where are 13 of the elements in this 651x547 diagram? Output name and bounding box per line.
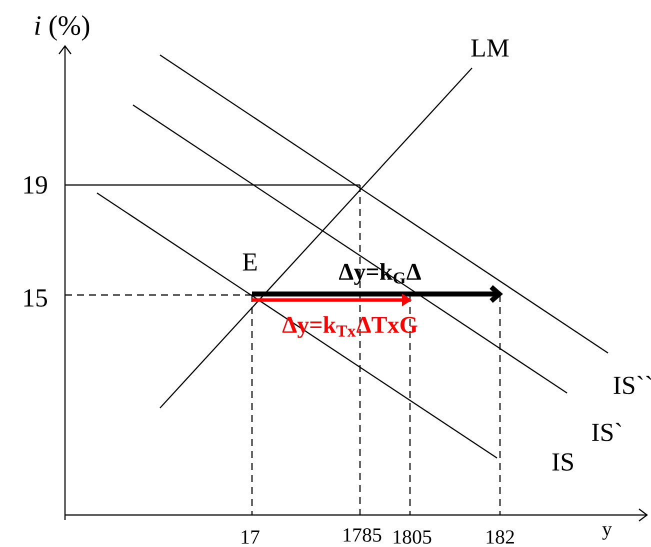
point-label: E: [242, 253, 257, 270]
curve-label: LM: [471, 39, 509, 56]
tick-label: 1805: [394, 530, 432, 544]
axis-label: i (%): [35, 15, 90, 41]
curve-label: IS``: [614, 376, 651, 394]
axis-label: y: [602, 526, 612, 540]
tick-label: 182: [486, 530, 514, 544]
tick-label: 15: [24, 289, 47, 307]
curve-label: IS`: [592, 422, 621, 442]
tick-label: 1785: [344, 528, 382, 542]
tick-label: 17: [242, 530, 260, 544]
curve-label: IS: [552, 453, 573, 471]
tick-label: 19: [24, 176, 47, 194]
